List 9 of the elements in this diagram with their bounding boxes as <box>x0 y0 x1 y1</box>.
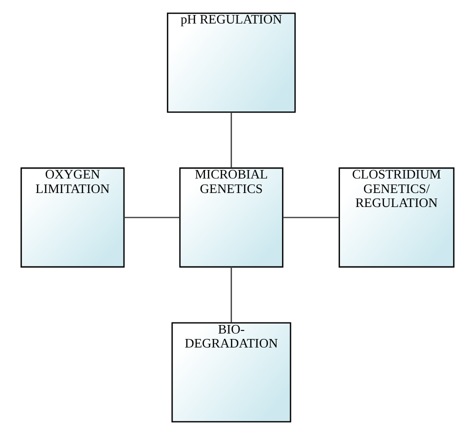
connector <box>230 266 232 323</box>
node-box: MICROBIAL GENETICS <box>179 167 284 268</box>
node-box: OXYGEN LIMITATION <box>20 167 125 268</box>
connector <box>230 112 232 168</box>
node-box: CLOSTRIDIUM GENETICS/ REGULATION <box>338 167 454 268</box>
node-box: BIO-DEGRADATION <box>171 322 292 422</box>
connector <box>282 216 339 218</box>
node-box: pH REGULATION <box>166 12 296 113</box>
connector <box>124 216 180 218</box>
